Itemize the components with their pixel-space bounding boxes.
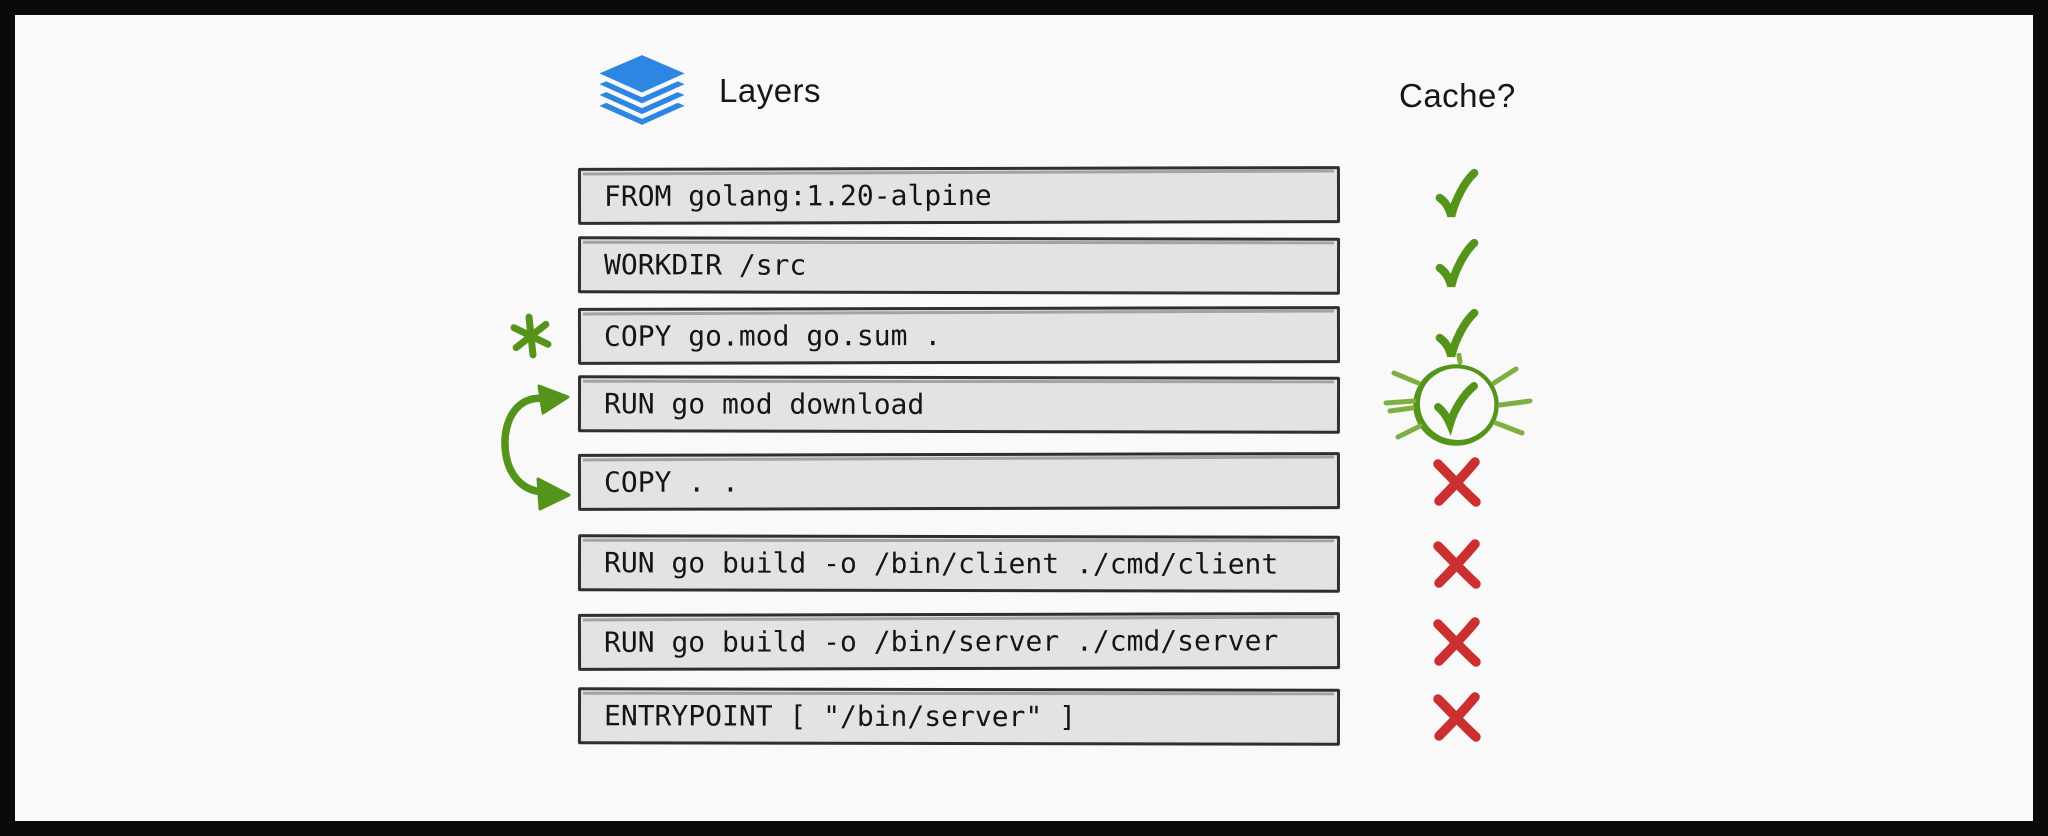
red-cross-icon [1433,616,1481,667]
layer-row: RUN go mod download [15,352,2033,446]
dockerfile-instruction-box: ENTRYPOINT [ "/bin/server" ] [577,687,1341,746]
red-cross-icon [1433,691,1481,742]
layers-header: Layers [591,51,821,131]
cache-status [1387,688,1527,745]
dockerfile-instruction-text: FROM golang:1.20-alpine [603,178,992,213]
layer-row: COPY . . [15,452,2033,511]
dockerfile-instruction-box: COPY go.mod go.sum . [577,306,1341,365]
cache-status [1383,352,1533,446]
cache-status [1387,307,1527,364]
dockerfile-instruction-box: RUN go build -o /bin/client ./cmd/client [577,534,1341,593]
swap-order-arrow-annotation [494,378,572,512]
layer-row: WORKDIR /src [15,236,2033,295]
layer-row: ENTRYPOINT [ "/bin/server" ] [15,687,2033,746]
cache-status [1387,535,1527,592]
cache-title: Cache? [1399,77,1516,114]
cache-status [1387,613,1527,670]
asterisk-annotation [509,312,553,360]
dockerfile-instruction-text: RUN go build -o /bin/client ./cmd/client [603,546,1279,581]
dockerfile-instruction-box: WORKDIR /src [577,236,1341,295]
dockerfile-instruction-box: FROM golang:1.20-alpine [577,166,1341,225]
cache-status [1387,453,1527,510]
green-check-circled-with-rays-icon [1383,352,1533,446]
red-cross-icon [1433,456,1481,507]
dockerfile-instruction-box: COPY . . [577,452,1341,511]
cache-status [1387,167,1527,224]
red-cross-icon [1433,538,1481,589]
dockerfile-instruction-text: ENTRYPOINT [ "/bin/server" ] [603,699,1077,734]
dockerfile-instruction-text: RUN go build -o /bin/server ./cmd/server [603,624,1279,659]
cache-status [1387,237,1527,294]
green-curved-double-arrow-icon [501,384,571,511]
dockerfile-instruction-box: RUN go build -o /bin/server ./cmd/server [577,612,1341,671]
layer-row: RUN go build -o /bin/server ./cmd/server [15,612,2033,671]
layers-title: Layers [719,72,822,109]
green-check-icon [1435,308,1479,357]
green-check-icon [1435,238,1479,287]
green-asterisk-icon [510,313,552,359]
dockerfile-instruction-text: COPY go.mod go.sum . [603,319,942,353]
dockerfile-instruction-text: COPY . . [603,465,739,499]
layer-row: FROM golang:1.20-alpine [15,166,2033,225]
green-check-icon [1435,168,1479,217]
dockerfile-instruction-box: RUN go mod download [577,375,1341,434]
dockerfile-instruction-text: RUN go mod download [603,387,925,421]
layer-row: COPY go.mod go.sum . [15,306,2033,365]
dockerfile-instruction-text: WORKDIR /src [603,248,807,282]
layers-icon [591,51,693,130]
layer-row: RUN go build -o /bin/client ./cmd/client [15,534,2033,593]
